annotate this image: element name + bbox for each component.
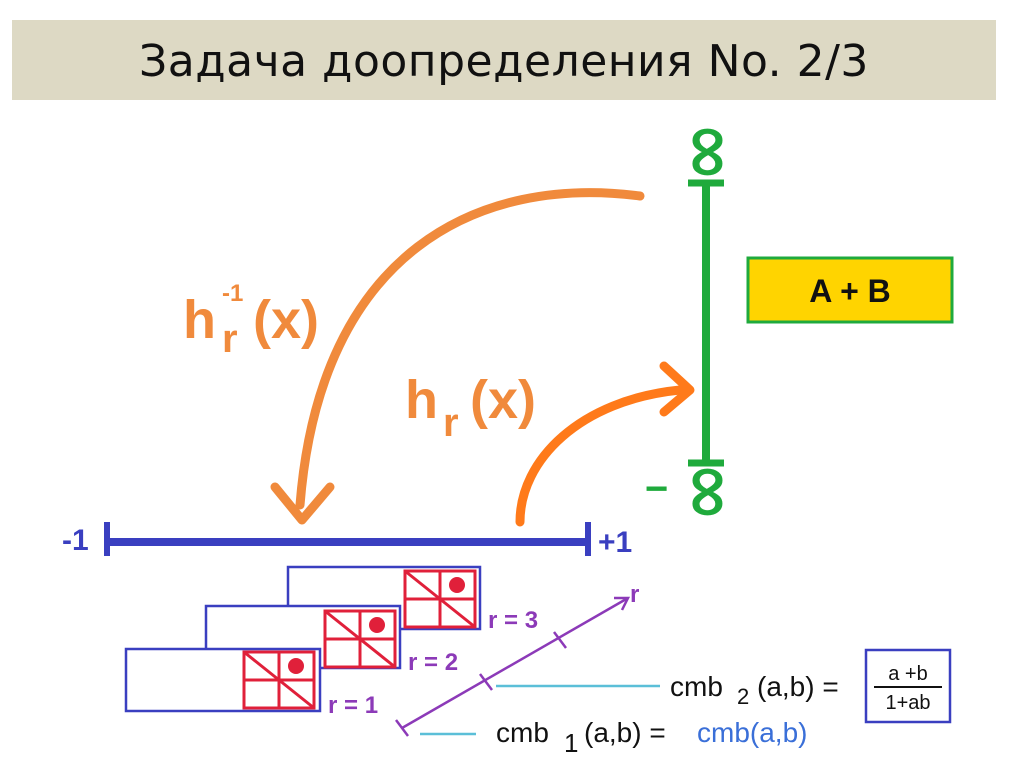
inverse-map-arrow: [295, 188, 645, 510]
r-axis-tick-r2: [479, 673, 493, 691]
forward-map-sub: r: [443, 401, 459, 445]
forward-map-arrow: [515, 385, 685, 527]
infinity-bottom-symbol: ∞: [669, 462, 753, 522]
cmb1-formula: cmb: [496, 717, 549, 748]
fraction-denominator: 1+ab: [885, 692, 930, 714]
r-axis-label: r: [630, 581, 639, 608]
r-axis-tick-r1: [395, 719, 409, 737]
forward-map-arrowhead: [659, 361, 695, 417]
r-axis-arrowhead: [614, 596, 631, 611]
inverse-map-arg: (x): [253, 290, 319, 350]
interval-right-label: +1: [598, 526, 632, 559]
fraction-numerator: a +b: [888, 663, 927, 685]
card-r1: [124, 647, 322, 713]
r2-label: r = 2: [408, 649, 458, 676]
inverse-map-sub: r: [222, 317, 238, 361]
cmb1-subscript: 1: [564, 728, 578, 758]
forward-map-label: h: [405, 370, 438, 430]
r3-label: r = 3: [488, 607, 538, 634]
inverse-map-sup: -1: [222, 280, 243, 307]
cmb1-args: (a,b) =: [584, 717, 666, 748]
infinity-top-symbol: ∞: [669, 122, 753, 182]
slide-title: Задача доопределения No. 2/3: [139, 36, 869, 87]
sum-box: [746, 256, 954, 324]
inverse-map-arrowhead: [270, 482, 335, 525]
cmb1-rhs: cmb(a,b): [697, 717, 807, 748]
forward-map-arg: (x): [470, 370, 536, 430]
cmb2-formula: cmb: [670, 671, 723, 702]
interval-left-label: -1: [62, 524, 89, 557]
sum-box-label: A + B: [809, 273, 891, 309]
infinity-bottom-minus: −: [645, 467, 668, 511]
cmb2-subscript: 2: [737, 684, 749, 709]
title-bar: Задача доопределения No. 2/3: [12, 20, 996, 100]
cmb2-args: (a,b) =: [757, 671, 839, 702]
inverse-map-label: h: [183, 290, 216, 350]
r1-label: r = 1: [328, 692, 378, 719]
r-axis-tick-r3: [553, 631, 567, 649]
r-axis: [401, 596, 629, 730]
